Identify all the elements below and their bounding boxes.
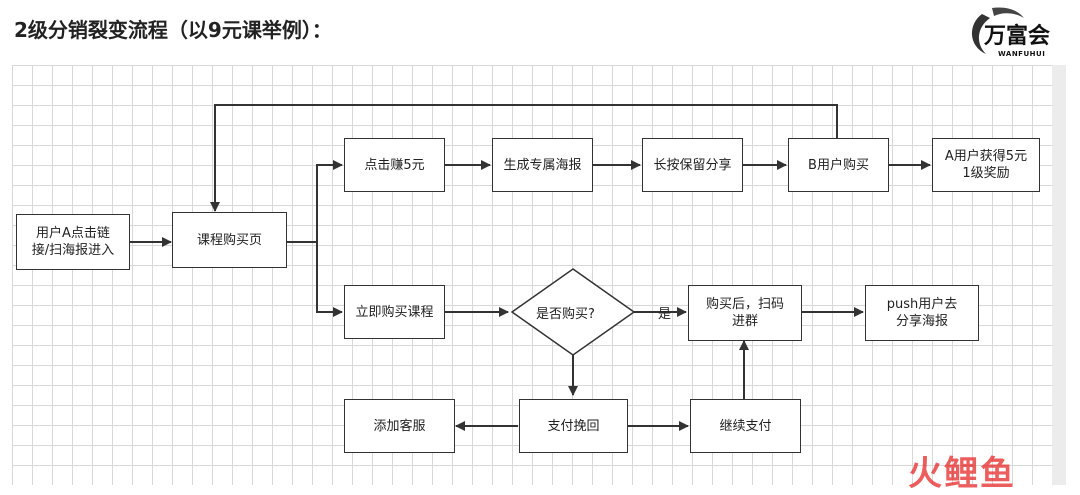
node-b-buy: B用户购买 [788, 138, 889, 192]
node-add-service: 添加客服 [344, 399, 455, 453]
decision-label: 是否购买? [536, 307, 595, 322]
watermark-text: 火鲤鱼 [908, 454, 1016, 494]
node-continue-pay: 继续支付 [690, 399, 801, 453]
scrollbar-track [1052, 65, 1066, 485]
logo-subtext: WANFUHUI [998, 50, 1046, 58]
flow-edges [130, 104, 931, 431]
node-course-page: 课程购买页 [172, 212, 287, 268]
node-pay-recover: 支付挽回 [519, 399, 628, 453]
node-start: 用户A点击链接/扫海报进入 [16, 214, 130, 270]
diagram-canvas: 用户A点击链接/扫海报进入 课程购买页 点击赚5元 生成专属海报 长按保留分享 … [12, 65, 1052, 485]
node-click-earn: 点击赚5元 [344, 138, 445, 192]
node-gen-poster: 生成专属海报 [492, 138, 593, 192]
node-buy-now: 立即购买课程 [344, 285, 445, 339]
page-title: 2级分销裂变流程（以9元课举例）： [14, 18, 332, 42]
logo-text: 万富会 [984, 23, 1051, 49]
brand-logo: 万富会 WANFUHUI [962, 4, 1062, 62]
edge-branch-down [316, 242, 343, 317]
node-long-press: 长按保留分享 [642, 138, 743, 192]
edge-loop-b-course [210, 104, 838, 212]
logo-swoosh-icon [971, 7, 1024, 54]
decision-diamond [510, 268, 636, 356]
node-push: push用户去分享海报 [865, 285, 979, 341]
node-after-buy: 购买后，扫码进群 [688, 285, 802, 341]
edge-branch [287, 160, 343, 243]
edge-label-yes: 是 [658, 307, 672, 322]
